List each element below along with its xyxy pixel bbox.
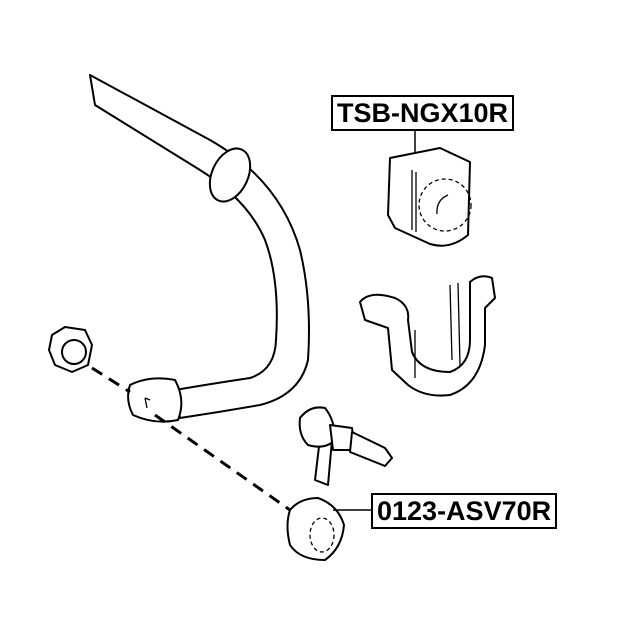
stabilizer-bushing [387,147,472,247]
assembly-line [91,366,131,394]
nut [48,326,93,373]
stabilizer-link [286,406,393,561]
stabilizer-bar [89,74,310,423]
assembly-line [154,413,291,512]
part-label-bushing: TSB-NGX10R [331,95,515,131]
bushing-bracket [359,275,496,397]
part-label-link: 0123-ASV70R [371,493,558,529]
